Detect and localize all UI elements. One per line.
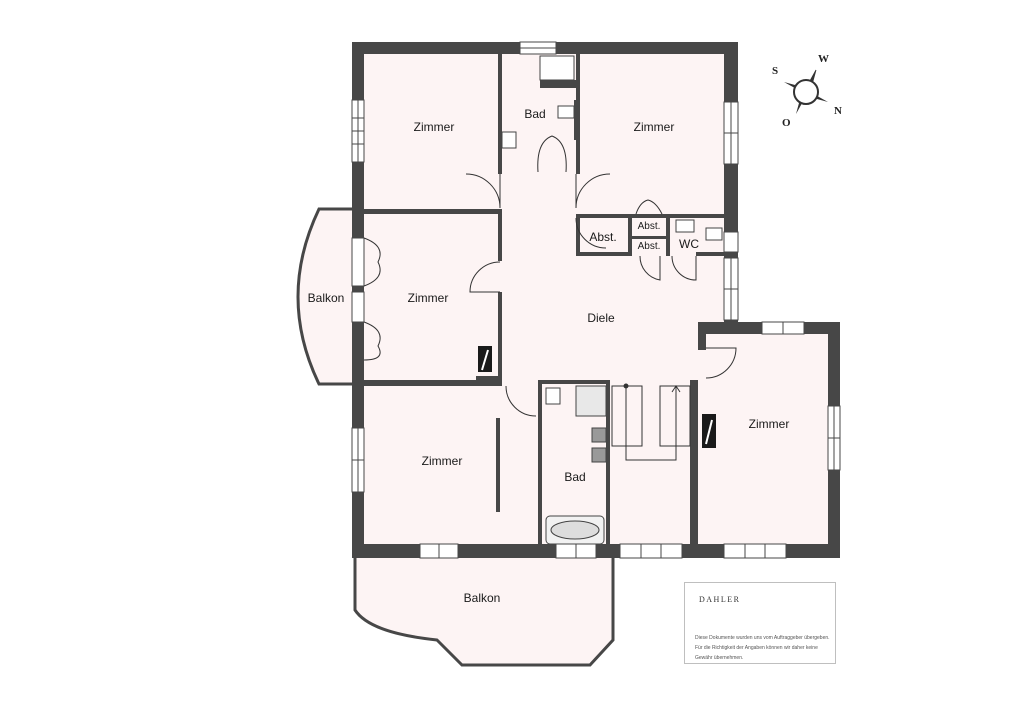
label-wc: WC [679,237,699,251]
label-diele: Diele [587,311,615,325]
sink-top [557,105,575,119]
label-zimmer-top-left: Zimmer [414,120,455,134]
staircase [611,383,691,461]
windows [351,41,841,559]
balkon-left-outline [296,207,352,386]
balkon-bottom-outline [353,557,615,667]
shower-top [539,55,575,81]
sink-wc [675,219,695,233]
toilet-top [501,131,517,149]
sink-bottom-2 [591,447,607,463]
bathroom-fixtures [501,55,723,545]
legend-box: DAHLER Diese Dokumente wurden uns vom Au… [684,582,836,664]
label-abst-1: Abst. [638,221,661,232]
label-balkon-left: Balkon [308,291,345,305]
toilet-wc [705,227,723,241]
label-bad-bottom: Bad [564,470,585,484]
shower-bottom [575,385,607,417]
balcony-outlines [296,207,615,667]
compass-n: N [834,105,842,117]
chimney-symbols [478,346,716,448]
label-zimmer-top-right: Zimmer [634,120,675,134]
compass-o: O [782,117,791,129]
label-zimmer-mid-left: Zimmer [408,291,449,305]
door-swings [363,135,737,417]
label-abst-3: Abst. [638,241,661,252]
label-zimmer-bottom-left: Zimmer [422,454,463,468]
compass-w: W [818,53,829,65]
floor-area [298,42,840,665]
compass-rose: S W N O [772,53,842,129]
compass-s: S [772,65,778,77]
interior-walls [364,54,726,546]
sink-bottom-1 [591,427,607,443]
room-labels: Zimmer Bad Zimmer Abst. Abst. Abst. WC B… [308,107,790,605]
label-zimmer-right: Zimmer [749,417,790,431]
toilet-bottom [545,387,561,405]
brand-name: DAHLER [699,595,741,604]
label-balkon-bottom: Balkon [464,591,501,605]
label-bad-top: Bad [524,107,545,121]
disclaimer-text: Diese Dokumente wurden uns vom Auftragge… [695,635,830,661]
label-abst-2: Abst. [589,230,616,244]
